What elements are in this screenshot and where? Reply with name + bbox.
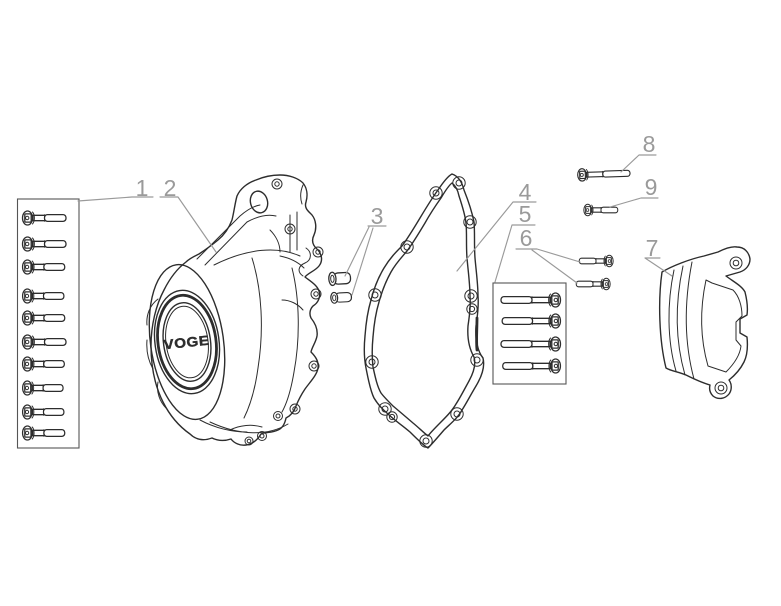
dowel-pin (329, 290, 353, 305)
bolt (21, 288, 65, 304)
bolt (578, 254, 614, 268)
bolt (21, 334, 67, 350)
callout-8: 8 (643, 131, 656, 157)
bolt (21, 210, 67, 226)
bolt (500, 292, 562, 308)
guard-cover (658, 246, 751, 400)
guard-outline (658, 246, 751, 400)
cover-bolts-group-box (16, 198, 80, 449)
group-box-outline (16, 198, 80, 449)
callout-5: 5 (519, 201, 532, 227)
bolt (21, 236, 67, 252)
bracket-opening (249, 190, 269, 214)
callout-7-leader (644, 257, 673, 277)
callout-4-leader (456, 201, 537, 272)
cover-outline (150, 174, 323, 446)
callout-1-leader (77, 196, 154, 202)
bolt (21, 356, 65, 372)
flange-scallops (146, 298, 167, 409)
callout-leaders (77, 154, 673, 296)
callout-9-leader (609, 197, 659, 208)
flange-bolts (575, 254, 614, 291)
bolt-long (576, 166, 631, 182)
callout-8-leader (620, 154, 657, 173)
callout-7: 7 (646, 235, 659, 261)
callout-numbers: 1 2 3 4 5 6 7 8 9 (136, 131, 659, 261)
mounting-bolts (576, 166, 631, 217)
bolt (21, 404, 65, 420)
callout-6-leader (515, 248, 581, 284)
voge-logo: VOGE (163, 333, 210, 353)
bolt (21, 310, 66, 326)
bolt (501, 313, 562, 329)
gasket-bolt-holes (365, 176, 484, 448)
gasket-inner-outline (371, 182, 476, 437)
guard-mount-hole (714, 381, 728, 395)
bolt (502, 358, 562, 374)
callout-2: 2 (164, 175, 177, 201)
cover-round-face (148, 263, 226, 421)
callout-2-leader (159, 196, 217, 253)
cover-gasket (363, 173, 485, 449)
long-bolts-group-box (492, 282, 567, 385)
callout-3: 3 (371, 203, 384, 229)
group-box-outline (492, 282, 567, 385)
dowel-pins (327, 270, 353, 305)
bolt (500, 336, 562, 352)
callout-6: 6 (520, 225, 533, 251)
callout-1: 1 (136, 175, 149, 201)
bolt (21, 425, 66, 441)
cover-strut-lines (196, 204, 277, 266)
callout-3-leader (344, 225, 387, 296)
guard-mount-hole (729, 256, 743, 270)
dowel-pin (327, 270, 352, 287)
guard-rib-lines (668, 261, 695, 380)
callout-4: 4 (519, 179, 532, 205)
guard-inner-panel (701, 279, 743, 373)
callout-5-leader (494, 224, 536, 283)
cover-bolt-bosses (244, 178, 324, 446)
bolt (21, 380, 64, 396)
stator-cover: VOGE (146, 174, 324, 446)
bolt (575, 277, 611, 291)
callout-9: 9 (645, 174, 658, 200)
bolt (21, 259, 66, 275)
